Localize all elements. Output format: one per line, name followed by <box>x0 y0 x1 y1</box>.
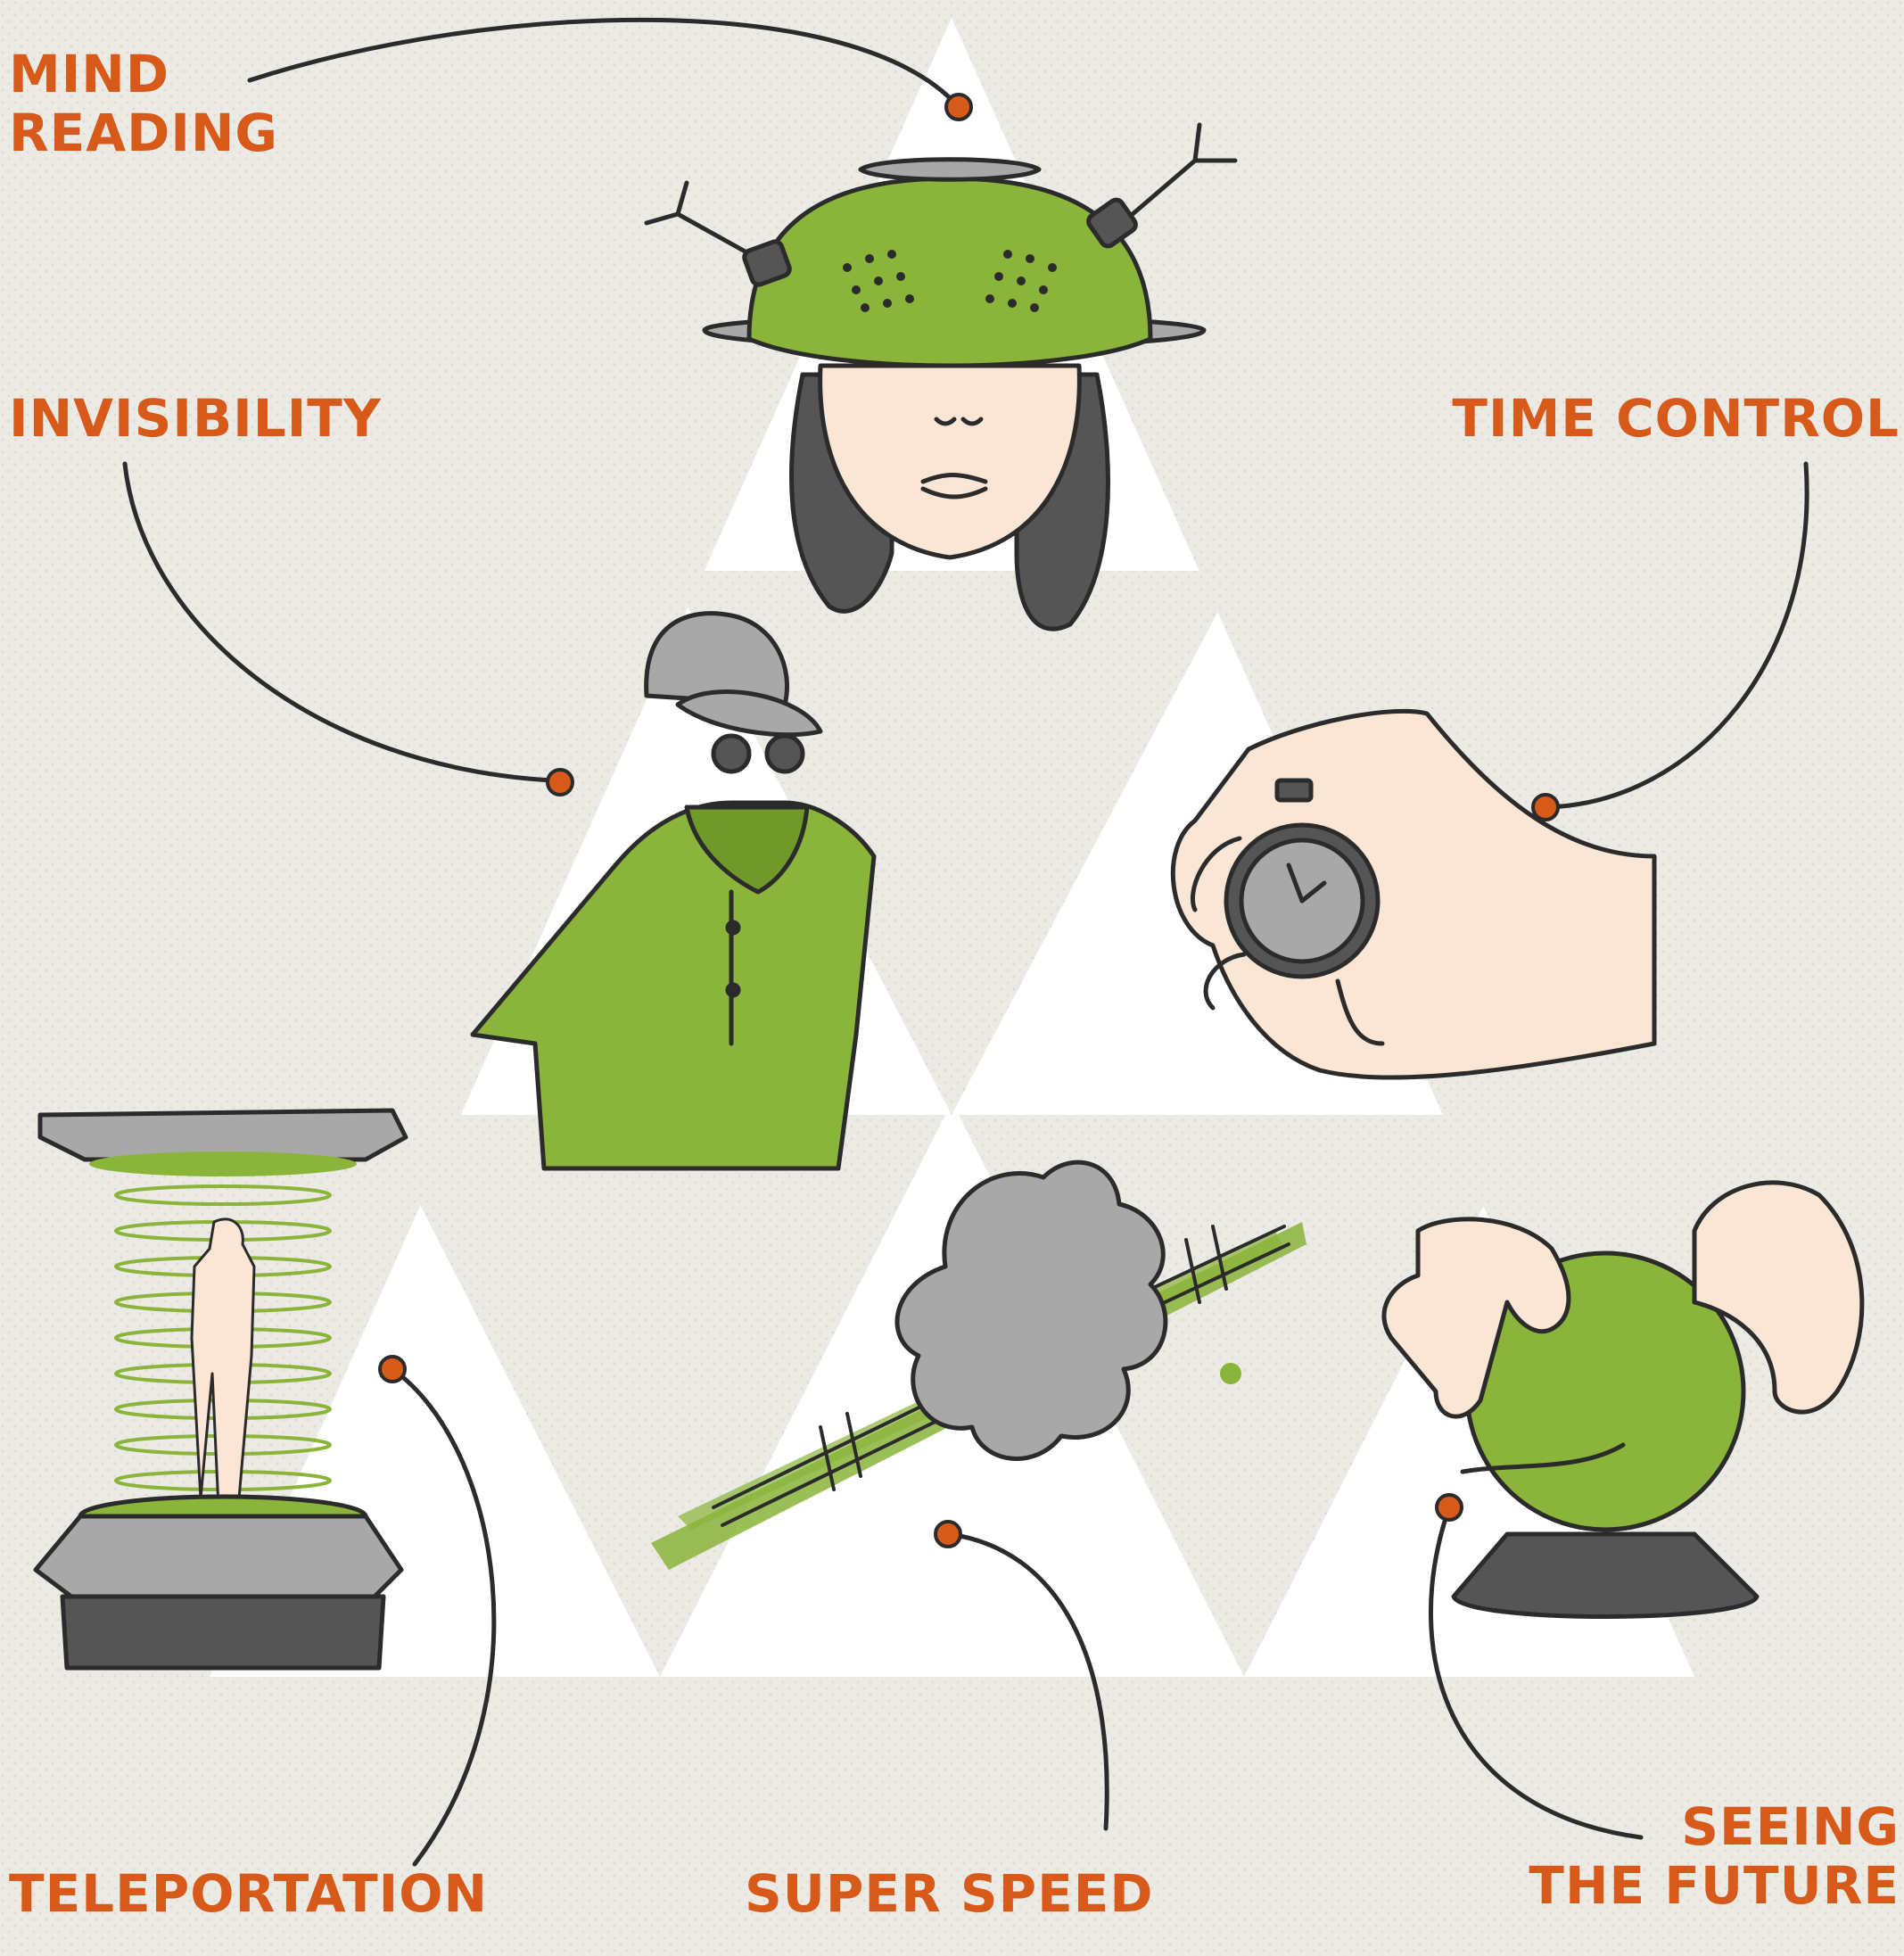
dot-seeing-the-future <box>1435 1493 1463 1522</box>
label-teleportation: TELEPORTATION <box>9 1863 489 1924</box>
label-super-speed: SUPER SPEED <box>745 1863 1154 1924</box>
mind-reading-line1: MIND <box>9 44 169 104</box>
invisible-person-clothes-icon <box>470 611 877 1171</box>
label-invisibility: INVISIBILITY <box>9 388 382 449</box>
colander-antenna-helmet-icon <box>644 122 1238 631</box>
hand-stopwatch-icon <box>1170 708 1657 1080</box>
connector-teleportation <box>390 1366 497 1867</box>
dot-time-control <box>1531 793 1560 821</box>
label-time-control: TIME CONTROL <box>1452 388 1900 449</box>
dot-mind-reading <box>944 93 973 121</box>
dot-super-speed <box>934 1520 962 1548</box>
seeing-the-future-line2: THE FUTURE <box>1529 1855 1900 1916</box>
connector-invisibility <box>122 461 556 783</box>
label-seeing-the-future: SEEING THE FUTURE <box>1529 1797 1900 1915</box>
dot-invisibility <box>546 768 574 796</box>
teleporter-pod-icon <box>33 1108 408 1671</box>
connector-seeing-the-future <box>1428 1505 1644 1840</box>
crystal-ball-icon <box>1381 1180 1865 1619</box>
connector-super-speed <box>947 1531 1109 1831</box>
mind-reading-line2: READING <box>9 103 279 163</box>
connector-mind-reading <box>247 17 961 110</box>
dot-teleportation <box>378 1355 407 1383</box>
seeing-the-future-line1: SEEING <box>1681 1796 1900 1857</box>
connector-time-control <box>1545 461 1809 810</box>
speed-dust-cloud-icon <box>651 1160 1306 1570</box>
label-mind-reading: MIND READING <box>9 45 278 162</box>
